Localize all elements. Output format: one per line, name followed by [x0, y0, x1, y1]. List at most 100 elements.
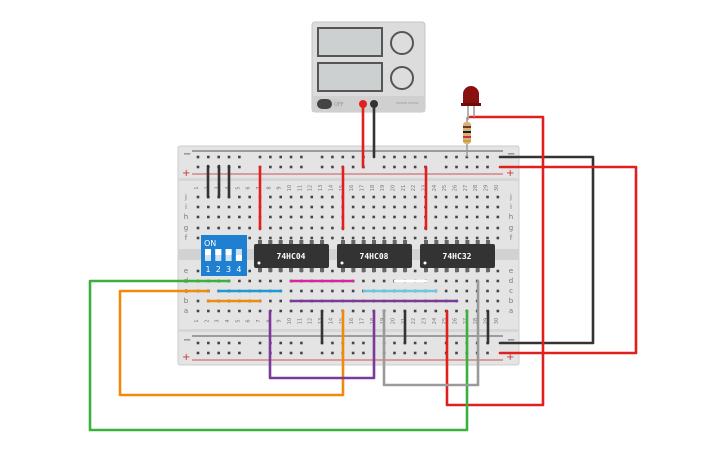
hole[interactable]: [351, 195, 355, 199]
hole[interactable]: [300, 309, 303, 313]
hole[interactable]: [196, 195, 200, 199]
hole[interactable]: [351, 205, 355, 209]
hole[interactable]: [486, 226, 489, 230]
hole[interactable]: [300, 226, 303, 230]
rail-hole[interactable]: [320, 351, 324, 355]
hole[interactable]: [269, 279, 272, 283]
hole[interactable]: [475, 195, 479, 199]
hole[interactable]: [279, 299, 283, 303]
hole[interactable]: [320, 205, 324, 209]
hole[interactable]: [496, 309, 500, 313]
hole[interactable]: [403, 236, 407, 240]
hole[interactable]: [207, 205, 210, 209]
rail-hole[interactable]: [258, 341, 262, 345]
hole[interactable]: [465, 236, 469, 240]
hole[interactable]: [444, 215, 448, 219]
hole[interactable]: [248, 195, 251, 199]
hole[interactable]: [310, 195, 314, 199]
rail-hole[interactable]: [279, 165, 283, 169]
hole[interactable]: [351, 226, 355, 230]
rail-hole[interactable]: [413, 155, 417, 159]
wire-red-led[interactable]: [445, 115, 545, 407]
rail-hole[interactable]: [217, 155, 220, 159]
wire-black-rail-bridge[interactable]: [498, 155, 595, 345]
hole[interactable]: [496, 236, 500, 240]
rail-hole[interactable]: [279, 155, 283, 159]
rail-hole[interactable]: [196, 155, 200, 159]
hole[interactable]: [227, 309, 231, 313]
rail-hole[interactable]: [196, 165, 200, 169]
resistor[interactable]: [463, 117, 471, 157]
hole[interactable]: [465, 215, 469, 219]
hole[interactable]: [300, 215, 303, 219]
rail-hole[interactable]: [279, 351, 283, 355]
hole[interactable]: [217, 215, 220, 219]
hole[interactable]: [279, 309, 283, 313]
voltage-knob[interactable]: [390, 31, 414, 55]
hole[interactable]: [475, 236, 479, 240]
hole[interactable]: [351, 309, 355, 313]
hole[interactable]: [465, 205, 469, 209]
rail-hole[interactable]: [455, 351, 458, 355]
hole[interactable]: [362, 226, 365, 230]
hole[interactable]: [289, 226, 293, 230]
hole[interactable]: [258, 236, 262, 240]
hole[interactable]: [331, 205, 334, 209]
hole[interactable]: [248, 215, 251, 219]
hole[interactable]: [289, 309, 293, 313]
hole[interactable]: [196, 205, 200, 209]
rail-hole[interactable]: [238, 165, 241, 169]
hole[interactable]: [320, 215, 324, 219]
hole[interactable]: [258, 279, 262, 283]
hole[interactable]: [227, 215, 231, 219]
hole[interactable]: [372, 195, 376, 199]
hole[interactable]: [372, 205, 376, 209]
hole[interactable]: [455, 195, 458, 199]
hole[interactable]: [196, 299, 200, 303]
rail-hole[interactable]: [279, 341, 283, 345]
rail-hole[interactable]: [331, 155, 334, 159]
hole[interactable]: [403, 226, 407, 230]
hole[interactable]: [455, 205, 458, 209]
rail-hole[interactable]: [362, 351, 365, 355]
hole[interactable]: [434, 215, 438, 219]
hole[interactable]: [248, 309, 251, 313]
hole[interactable]: [258, 309, 262, 313]
rail-hole[interactable]: [207, 341, 210, 345]
hole[interactable]: [465, 226, 469, 230]
hole[interactable]: [403, 205, 407, 209]
wire-green[interactable]: [88, 279, 469, 432]
hole[interactable]: [413, 195, 417, 199]
hole[interactable]: [444, 226, 448, 230]
rail-hole[interactable]: [424, 155, 427, 159]
hole[interactable]: [279, 205, 283, 209]
hole[interactable]: [331, 236, 334, 240]
rail-hole[interactable]: [382, 165, 386, 169]
rail-hole[interactable]: [444, 165, 448, 169]
hole[interactable]: [196, 269, 200, 273]
wire-gray-loop[interactable]: [382, 279, 480, 387]
hole[interactable]: [362, 205, 365, 209]
hole[interactable]: [227, 205, 231, 209]
hole[interactable]: [227, 226, 231, 230]
hole[interactable]: [310, 205, 314, 209]
hole[interactable]: [362, 195, 365, 199]
rail-hole[interactable]: [403, 165, 407, 169]
hole[interactable]: [279, 279, 283, 283]
hole[interactable]: [331, 215, 334, 219]
hole[interactable]: [434, 226, 438, 230]
hole[interactable]: [486, 289, 489, 293]
rail-hole[interactable]: [331, 341, 334, 345]
negative-terminal[interactable]: [370, 100, 378, 108]
rail-hole[interactable]: [455, 165, 458, 169]
hole[interactable]: [289, 205, 293, 209]
rail-hole[interactable]: [403, 351, 407, 355]
hole[interactable]: [486, 215, 489, 219]
hole[interactable]: [475, 226, 479, 230]
rail-hole[interactable]: [351, 351, 355, 355]
hole[interactable]: [455, 289, 458, 293]
rail-hole[interactable]: [300, 165, 303, 169]
hole[interactable]: [300, 205, 303, 209]
